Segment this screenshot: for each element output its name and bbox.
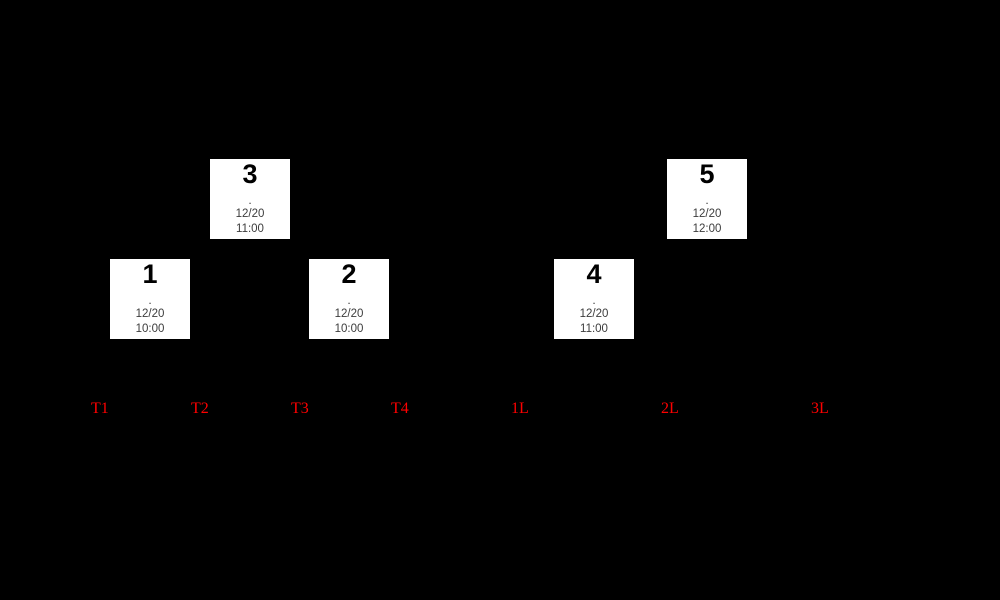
event-number: 3 xyxy=(242,159,258,189)
axis-tick-label: T1 xyxy=(91,400,109,417)
event-box: 2 . 12/20 10:00 xyxy=(309,259,389,339)
axis-tick-label: T3 xyxy=(291,400,309,417)
axis-tick-label: 2L xyxy=(661,400,679,417)
axis-tick-label: 3L xyxy=(811,400,829,417)
event-dot: . xyxy=(592,293,596,307)
event-box: 3 . 12/20 11:00 xyxy=(210,159,290,239)
event-date: 12/20 xyxy=(334,308,364,320)
event-time: 10:00 xyxy=(135,323,165,335)
axis-tick-label: T4 xyxy=(391,400,409,417)
event-box: 4 . 12/20 11:00 xyxy=(554,259,634,339)
event-date: 12/20 xyxy=(579,308,609,320)
event-number: 1 xyxy=(142,259,158,289)
event-date: 12/20 xyxy=(235,208,265,220)
event-number: 4 xyxy=(586,259,602,289)
axis-tick-label: T2 xyxy=(191,400,209,417)
event-box: 1 . 12/20 10:00 xyxy=(110,259,190,339)
event-time: 12:00 xyxy=(692,223,722,235)
event-number: 2 xyxy=(341,259,357,289)
axis-tick-label: 1L xyxy=(511,400,529,417)
event-time: 11:00 xyxy=(236,223,264,235)
event-number: 5 xyxy=(699,159,715,189)
event-date: 12/20 xyxy=(135,308,165,320)
event-date: 12/20 xyxy=(692,208,722,220)
event-dot: . xyxy=(705,193,709,207)
event-time: 10:00 xyxy=(334,323,364,335)
event-dot: . xyxy=(148,293,152,307)
event-box: 5 . 12/20 12:00 xyxy=(667,159,747,239)
event-dot: . xyxy=(248,193,252,207)
event-dot: . xyxy=(347,293,351,307)
event-time: 11:00 xyxy=(580,323,608,335)
